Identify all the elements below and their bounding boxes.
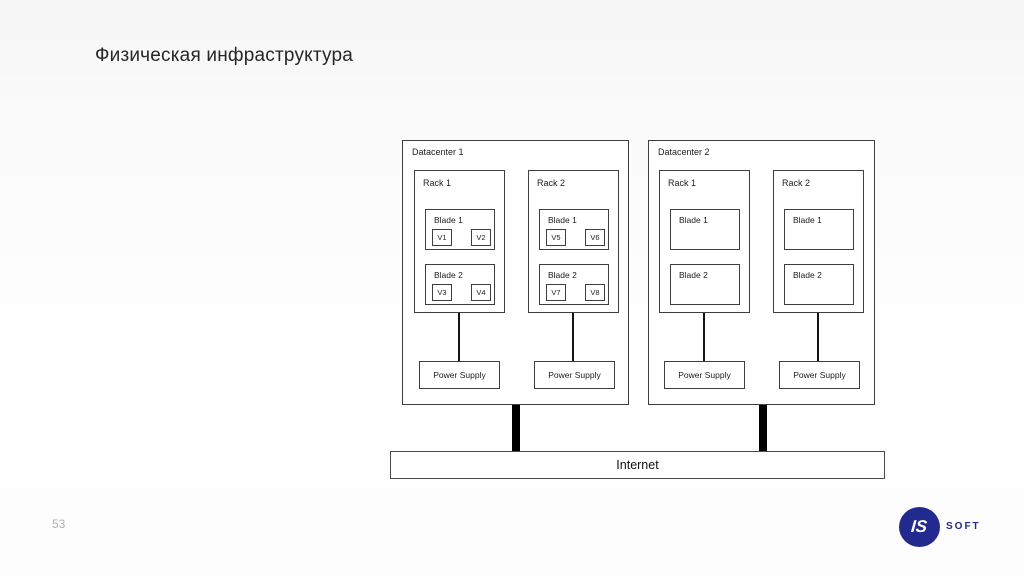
power-supply-box: Power Supply: [534, 361, 615, 389]
rack-box: Rack 1 Blade 1 Blade 2: [659, 170, 750, 313]
internet-box: Internet: [390, 451, 885, 479]
rack-box: Rack 2 Blade 1 V5 V6 Blade 2 V7 V8: [528, 170, 619, 313]
vm-box: V8: [585, 284, 605, 301]
blade-box: Blade 2: [670, 264, 740, 305]
blade-box: Blade 1 V5 V6: [539, 209, 609, 250]
rack-label: Rack 2: [537, 178, 566, 188]
blade-label: Blade 1: [548, 215, 577, 225]
datacenter-2-box: Datacenter 2 Rack 1 Blade 1 Blade 2 Rack…: [648, 140, 875, 405]
vm-box: V7: [546, 284, 566, 301]
blade-box: Blade 2: [784, 264, 854, 305]
vm-box: V5: [546, 229, 566, 246]
page-title: Физическая инфраструктура: [95, 45, 354, 66]
rack-box: Rack 2 Blade 1 Blade 2: [773, 170, 864, 313]
vm-box: V3: [432, 284, 452, 301]
blade-label: Blade 2: [434, 270, 463, 280]
blade-box: Blade 1: [670, 209, 740, 250]
rack-label: Rack 1: [668, 178, 697, 188]
blade-label: Blade 2: [793, 270, 822, 280]
datacenter-1-box: Datacenter 1 Rack 1 Blade 1 V1 V2 Blade …: [402, 140, 629, 405]
blade-label: Blade 1: [434, 215, 463, 225]
vm-box: V2: [471, 229, 491, 246]
blade-box: Blade 1: [784, 209, 854, 250]
vm-box: V4: [471, 284, 491, 301]
rack-label: Rack 1: [423, 178, 452, 188]
datacenter-internet-connector: [759, 405, 767, 452]
datacenter-internet-connector: [512, 405, 520, 452]
rack-power-connector: [817, 313, 819, 361]
blade-box: Blade 2 V7 V8: [539, 264, 609, 305]
power-supply-box: Power Supply: [419, 361, 500, 389]
blade-label: Blade 2: [548, 270, 577, 280]
blade-label: Blade 1: [679, 215, 708, 225]
blade-box: Blade 2 V3 V4: [425, 264, 495, 305]
datacenter-label: Datacenter 1: [412, 147, 464, 157]
power-supply-box: Power Supply: [664, 361, 745, 389]
vm-box: V6: [585, 229, 605, 246]
rack-label: Rack 2: [782, 178, 811, 188]
blade-box: Blade 1 V1 V2: [425, 209, 495, 250]
rack-power-connector: [458, 313, 460, 361]
rack-power-connector: [703, 313, 705, 361]
vm-box: V1: [432, 229, 452, 246]
rack-box: Rack 1 Blade 1 V1 V2 Blade 2 V3 V4: [414, 170, 505, 313]
rack-power-connector: [572, 313, 574, 361]
is-logo-text: IS: [910, 517, 929, 536]
blade-label: Blade 2: [679, 270, 708, 280]
is-logo-circle: IS: [899, 507, 940, 547]
datacenter-label: Datacenter 2: [658, 147, 710, 157]
page-number: 53: [52, 517, 66, 531]
logo-brand-text: SOFT: [946, 521, 981, 532]
power-supply-box: Power Supply: [779, 361, 860, 389]
blade-label: Blade 1: [793, 215, 822, 225]
